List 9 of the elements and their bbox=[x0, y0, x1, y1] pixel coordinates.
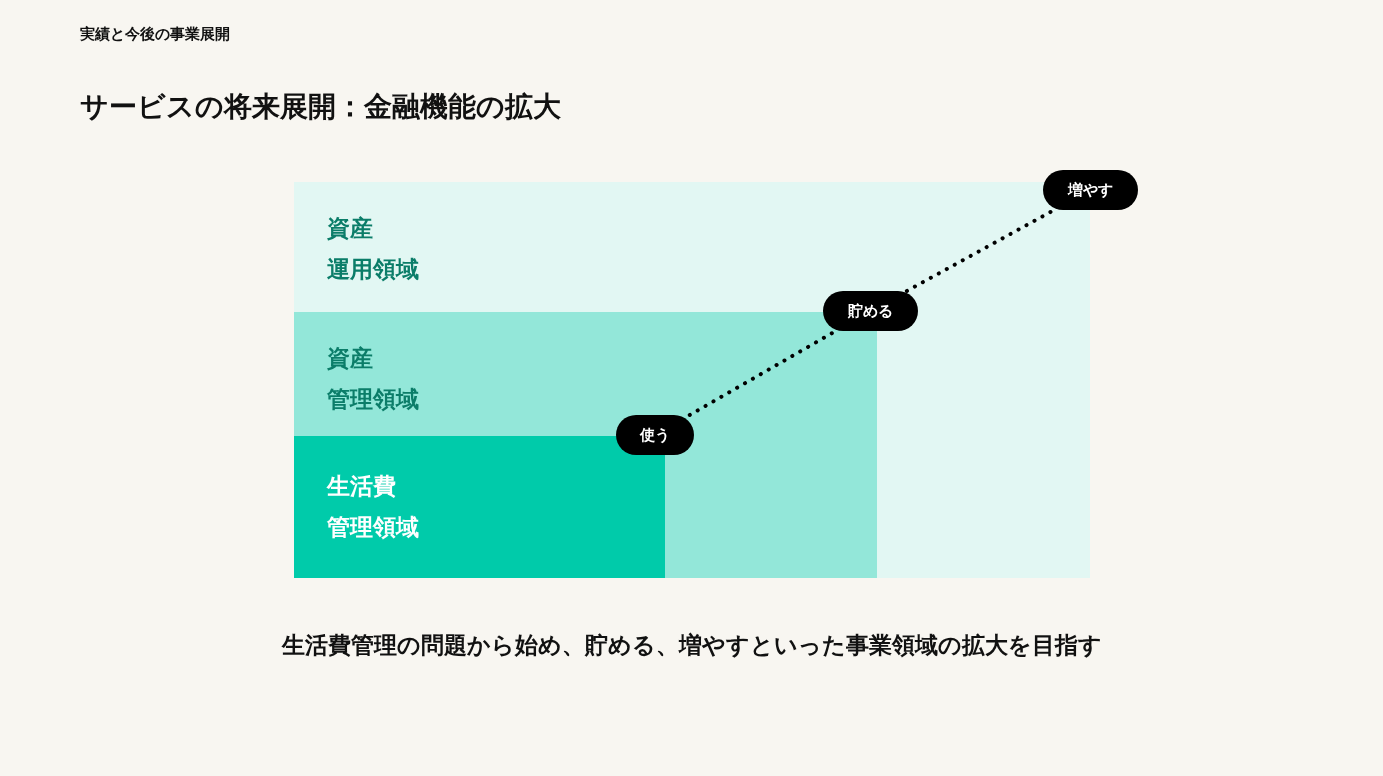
label-pill: 増やす bbox=[1043, 170, 1138, 210]
area-label: 資産管理領域 bbox=[327, 344, 419, 414]
section-label: 実績と今後の事業展開 bbox=[80, 25, 230, 44]
label-pill: 貯める bbox=[823, 291, 918, 331]
slide-title: サービスの将来展開：金融機能の拡大 bbox=[80, 89, 561, 125]
area-label: 資産運用領域 bbox=[327, 214, 419, 284]
caption: 生活費管理の問題から始め、貯める、増やすといった事業領域の拡大を目指す bbox=[280, 631, 1103, 660]
area-label: 生活費管理領域 bbox=[327, 472, 419, 542]
label-pill: 使う bbox=[616, 415, 694, 455]
